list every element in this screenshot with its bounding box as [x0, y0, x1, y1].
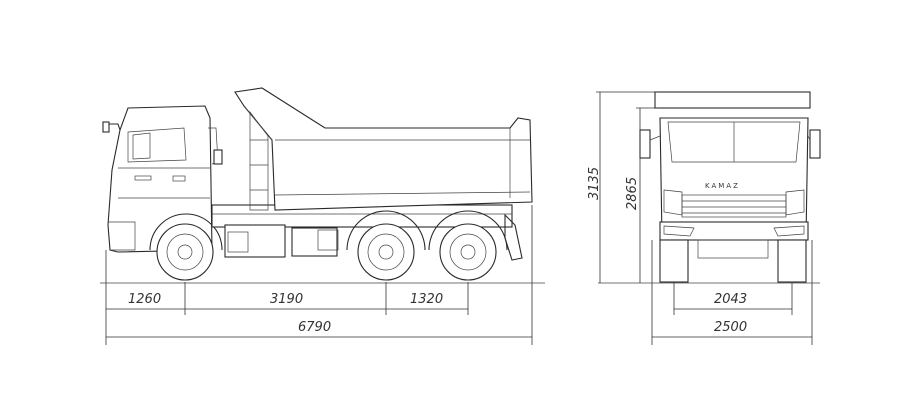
dump-body	[234, 87, 533, 211]
dim-rear-axle-spacing: 1320	[410, 292, 443, 307]
right-front-tire	[777, 239, 807, 283]
front-dimension-lines	[596, 91, 813, 345]
dim-wheelbase: 3190	[270, 292, 303, 307]
dim-cab-height: 2865	[625, 177, 640, 210]
cab-side	[102, 105, 223, 253]
dim-overall-height: 3135	[587, 167, 602, 200]
dump-body-front	[654, 91, 811, 109]
cab-front: KAMAZ	[639, 117, 821, 241]
front-axle	[697, 239, 769, 259]
side-view: 1260 3190 1320 6790	[100, 87, 545, 345]
side-dimension-lines	[105, 205, 533, 345]
front-view: KAMAZ 3135 2865 2043 2500	[587, 91, 821, 345]
dim-track-width: 2043	[714, 292, 747, 307]
rear-wheel-2	[428, 210, 508, 281]
rear-wheel-1	[346, 210, 426, 281]
dim-overall-length: 6790	[298, 320, 331, 335]
chassis	[211, 204, 523, 261]
dim-overall-width: 2500	[714, 320, 747, 335]
dim-front-overhang: 1260	[128, 292, 161, 307]
brand-label: KAMAZ	[705, 182, 740, 190]
front-wheel	[149, 213, 223, 281]
left-front-tire	[659, 239, 689, 283]
